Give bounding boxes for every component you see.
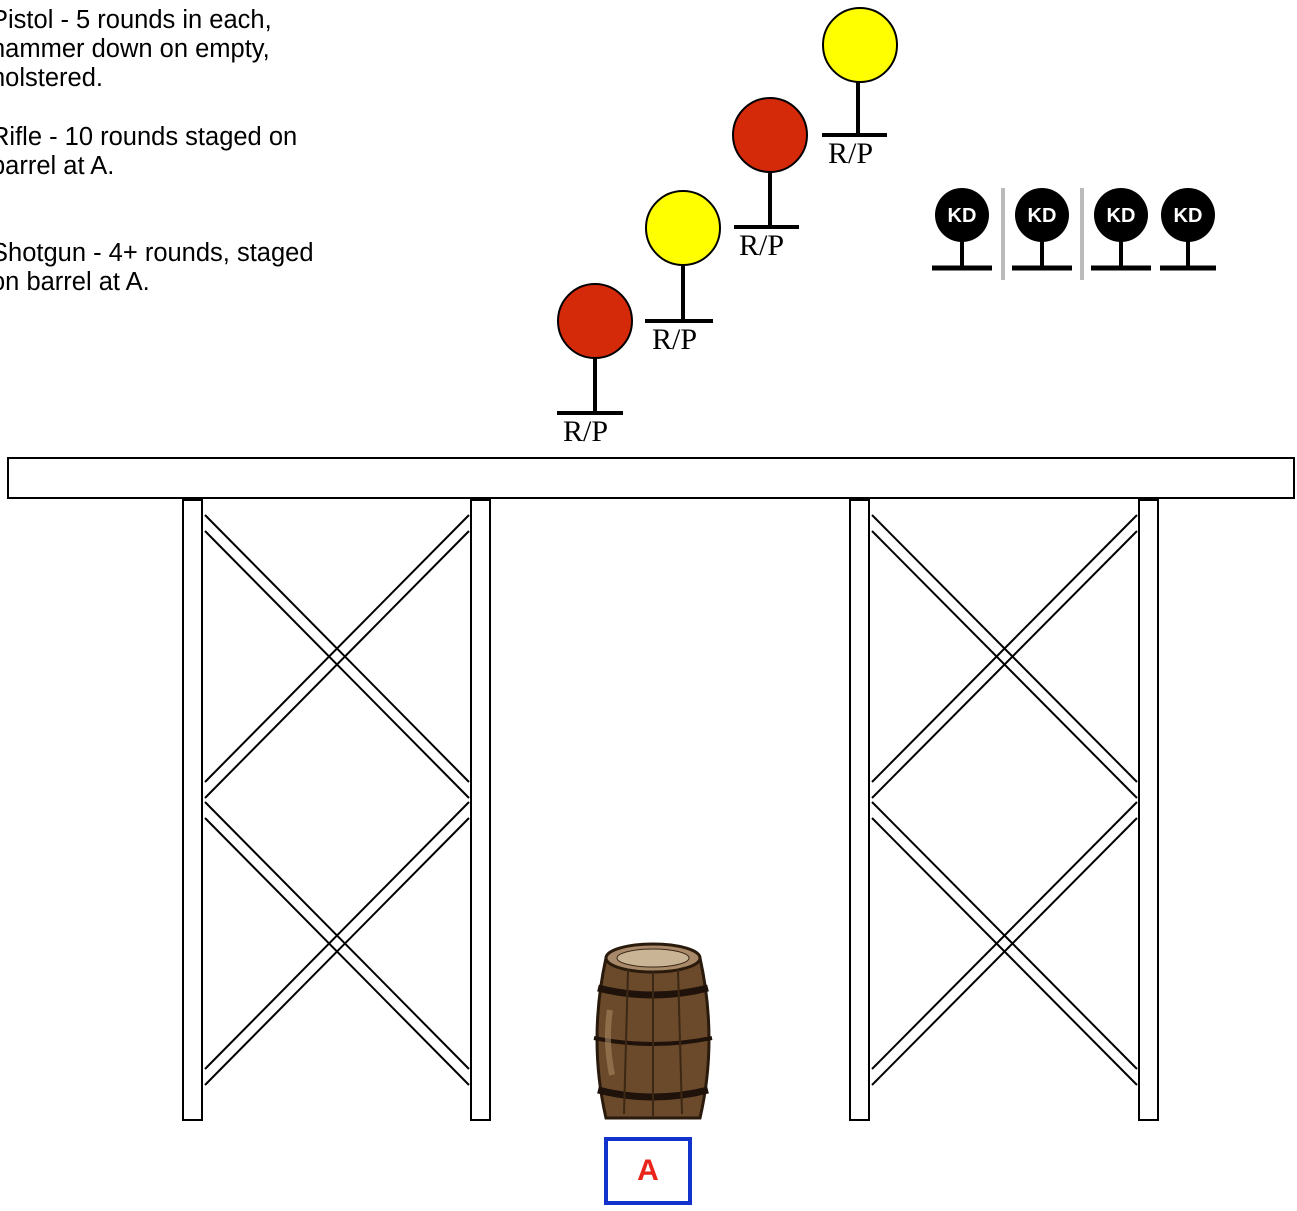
instruction-shotgun: Shotgun - 4+ rounds, staged on barrel at… xyxy=(0,239,411,297)
instruction-line: holstered. xyxy=(0,64,103,92)
rp-target[interactable] xyxy=(557,283,633,415)
instruction-line: on barrel at A. xyxy=(0,268,150,296)
kd-target-label: KD xyxy=(1107,205,1136,227)
instruction-rifle: Rifle - 10 rounds staged on barrel at A. xyxy=(0,123,381,181)
rp-target-plate[interactable] xyxy=(732,97,808,173)
rp-target-label: R/P xyxy=(652,323,698,356)
rp-target[interactable] xyxy=(822,7,898,137)
table-top xyxy=(7,457,1295,499)
instruction-line: Pistol - 5 rounds in each, xyxy=(0,6,272,34)
instruction-line: Shotgun - 4+ rounds, staged xyxy=(0,239,314,267)
rp-target-plate[interactable] xyxy=(822,7,898,83)
position-a-label: A xyxy=(637,1154,659,1187)
kd-target-label: KD xyxy=(948,205,977,227)
instruction-pistol: Pistol - 5 rounds in each, hammer down o… xyxy=(0,6,371,93)
rp-target-plate[interactable] xyxy=(645,190,721,266)
rp-target[interactable] xyxy=(645,190,721,323)
instruction-line: hammer down on empty, xyxy=(0,35,270,63)
position-a-marker[interactable]: A xyxy=(604,1137,692,1205)
kd-target[interactable]: KD xyxy=(1160,188,1216,271)
kd-target-label: KD xyxy=(1028,205,1057,227)
instruction-line: Rifle - 10 rounds staged on xyxy=(0,123,298,151)
kd-target[interactable]: KD xyxy=(932,188,992,271)
rp-target-label: R/P xyxy=(563,415,609,448)
rp-target-plate[interactable] xyxy=(557,283,633,359)
right-support xyxy=(849,499,1159,1121)
kd-target[interactable]: KD xyxy=(1012,188,1072,271)
kd-target-label: KD xyxy=(1174,205,1203,227)
barrel-icon xyxy=(593,942,713,1120)
left-support xyxy=(182,499,491,1121)
instruction-line: barrel at A. xyxy=(0,152,115,180)
kd-target[interactable]: KD xyxy=(1091,188,1151,271)
rp-target-label: R/P xyxy=(828,137,874,170)
rp-target-label: R/P xyxy=(739,229,785,262)
rp-target[interactable] xyxy=(732,97,808,229)
